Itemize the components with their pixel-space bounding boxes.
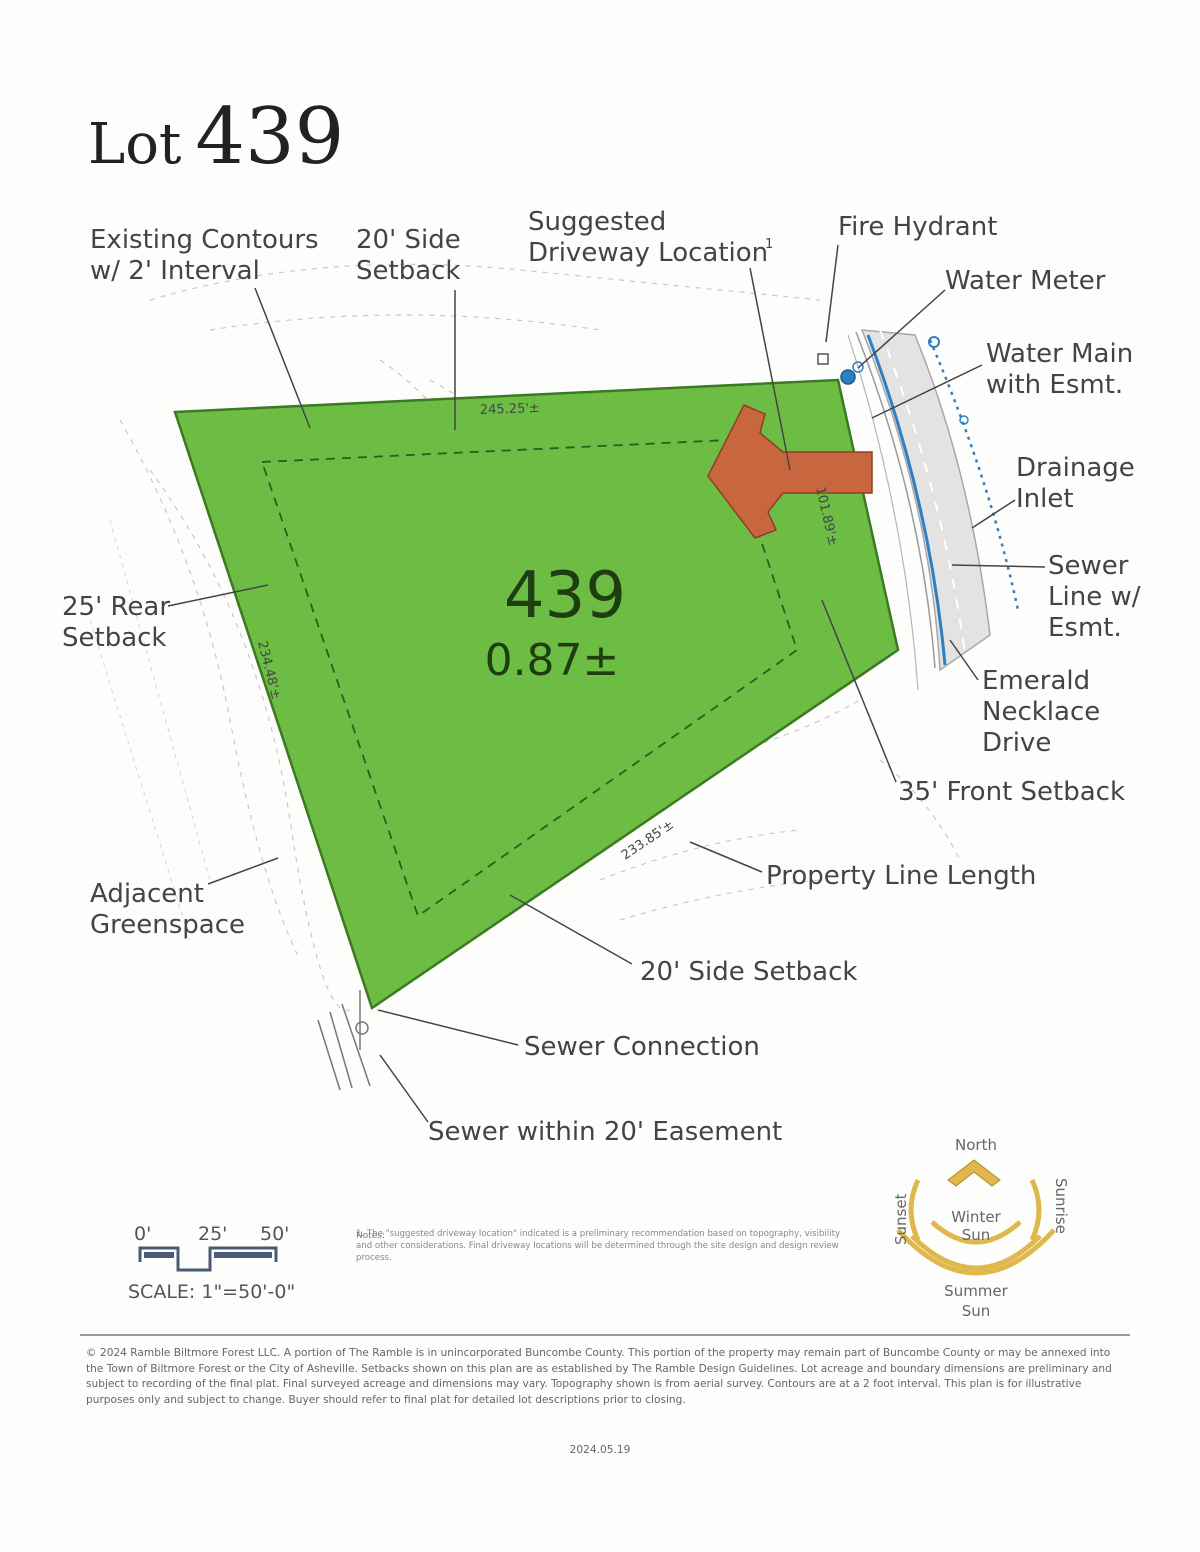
street-label-line1: Emerald (982, 666, 1090, 696)
water-meter-label: Water Meter (945, 266, 1106, 296)
side-setback-top-line2: Setback (356, 256, 460, 286)
footer-date: 2024.05.19 (569, 1444, 631, 1456)
water-main-label-line2: with Esmt. (986, 370, 1123, 400)
sewer-line (928, 339, 1020, 611)
sewer-connection-stub (317, 990, 371, 1091)
compass-sunset-label: Sunset (892, 1193, 910, 1245)
water-main-label-line1: Water Main (986, 339, 1133, 369)
driveway-label-line1: Suggested (528, 207, 666, 237)
scale-text: SCALE: 1"=50'-0" (128, 1281, 295, 1303)
rear-setback-label-line1: 25' Rear (62, 592, 170, 622)
title-prefix: Lot (88, 112, 182, 177)
contours-label-line2: w/ 2' Interval (90, 256, 260, 286)
contours-label-line1: Existing Contours (90, 225, 319, 255)
building-setback-line (260, 439, 799, 918)
drainage-label-line1: Drainage (1016, 453, 1135, 483)
scale-bar: 0' 25' 50' SCALE: 1"=50'-0" (128, 1223, 295, 1303)
lot-number-label: 439 (504, 559, 626, 633)
scale-tick-0: 0' (134, 1223, 151, 1245)
driveway-label-line2: Driveway Location (528, 238, 768, 268)
street-label-line2: Necklace (982, 697, 1100, 727)
sewer-easement-label: Sewer within 20' Easement (428, 1117, 782, 1147)
scale-tick-50: 50' (260, 1223, 289, 1245)
water-main (866, 334, 947, 666)
notes-body: 1. The "suggested driveway location" ind… (356, 1229, 841, 1263)
north-arrow-icon (947, 1159, 1001, 1187)
rear-setback-label-line2: Setback (62, 623, 166, 653)
fire-hydrant-label: Fire Hydrant (838, 212, 997, 242)
notes-heading: Notes: (356, 1231, 385, 1241)
drainage-label-line2: Inlet (1016, 484, 1074, 514)
greenspace-label-line1: Adjacent (90, 879, 204, 909)
street-label-line3: Drive (982, 728, 1051, 758)
summer-sun-label-line2: Sun (962, 1302, 991, 1320)
compass-sunrise-label: Sunrise (1052, 1178, 1070, 1234)
side-setback-top-line1: 20' Side (356, 225, 461, 255)
sewer-connection-label: Sewer Connection (524, 1032, 760, 1062)
front-setback-label: 35' Front Setback (898, 777, 1125, 807)
suggested-driveway-arrow (707, 404, 873, 539)
sewer-line-label-line2: Line w/ (1048, 582, 1141, 612)
summer-sun-label-line1: Summer (944, 1282, 1008, 1300)
manhole-icon (928, 336, 940, 348)
driveway-note-marker: 1 (765, 237, 773, 252)
compass-north-label: North (955, 1136, 997, 1154)
sewer-line-label-line3: Esmt. (1048, 613, 1122, 643)
water-meter-icon (840, 369, 856, 385)
sewer-line-label-line1: Sewer (1048, 551, 1129, 581)
scale-tick-25: 25' (198, 1223, 227, 1245)
lot-acreage-label: 0.87± (485, 635, 620, 686)
title-lot-number: 439 (195, 92, 345, 182)
footer-divider (80, 1334, 1130, 1336)
fire-hydrant-icon (817, 353, 829, 365)
north-line-length: 245.25'± (480, 401, 540, 418)
property-line-label: Property Line Length (766, 861, 1036, 891)
lot-439-parcel (173, 378, 900, 1010)
winter-sun-label-line2: Sun (962, 1226, 991, 1244)
sun-path-compass: North Sunset Sunrise Winter Sun Summer S… (892, 1136, 1070, 1320)
winter-sun-label-line1: Winter (951, 1208, 1001, 1226)
footer-disclaimer: © 2024 Ramble Biltmore Forest LLC. A por… (86, 1347, 1112, 1406)
greenspace-label-line2: Greenspace (90, 910, 245, 940)
leader-lines (167, 244, 1046, 1123)
side-setback-bottom-label: 20' Side Setback (640, 957, 857, 987)
